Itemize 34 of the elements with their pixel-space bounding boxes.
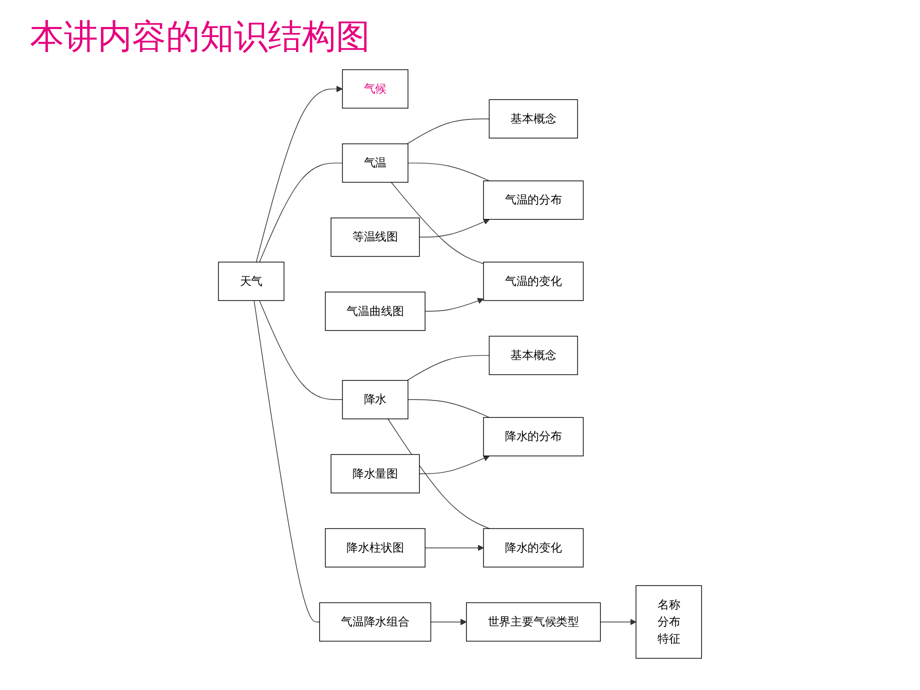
node-box: 基本概念: [488, 336, 578, 376]
arrow: [424, 298, 484, 312]
node-box: 气温: [342, 143, 408, 183]
connector: [259, 300, 343, 400]
node-box: 天气: [218, 262, 284, 301]
connector: [408, 399, 490, 418]
node-box: 基本概念: [488, 99, 578, 138]
node-box: 降水: [342, 380, 408, 420]
node-box: 等温线图: [330, 218, 420, 257]
node-box: 气温降水组合: [319, 602, 432, 642]
arrow: [600, 618, 636, 626]
node-box: 气温曲线图: [324, 292, 426, 331]
node-box: 气温的变化: [483, 262, 584, 301]
arrow: [430, 618, 467, 626]
node-box: 世界主要气候类型: [466, 602, 601, 642]
node-box: 降水的分布: [483, 417, 584, 456]
connector: [388, 418, 490, 529]
connector: [254, 300, 320, 622]
connector: [390, 182, 484, 264]
node-box: 气候: [342, 69, 408, 109]
arrow: [256, 86, 343, 262]
node-box: 降水柱状图: [324, 528, 426, 568]
connector: [406, 118, 490, 144]
arrow: [424, 544, 484, 551]
node-box: 气温的分布: [483, 180, 584, 220]
node-box: 降水的变化: [483, 528, 584, 568]
arrow: [419, 455, 490, 474]
connector: [406, 355, 490, 381]
arrow: [419, 218, 490, 238]
node-box: 名称 分布 特征: [636, 585, 702, 659]
node-box: 降水量图: [330, 454, 420, 494]
connector: [259, 162, 343, 262]
diagram-title: 本讲内容的知识结构图: [30, 16, 371, 59]
connector: [408, 162, 490, 182]
